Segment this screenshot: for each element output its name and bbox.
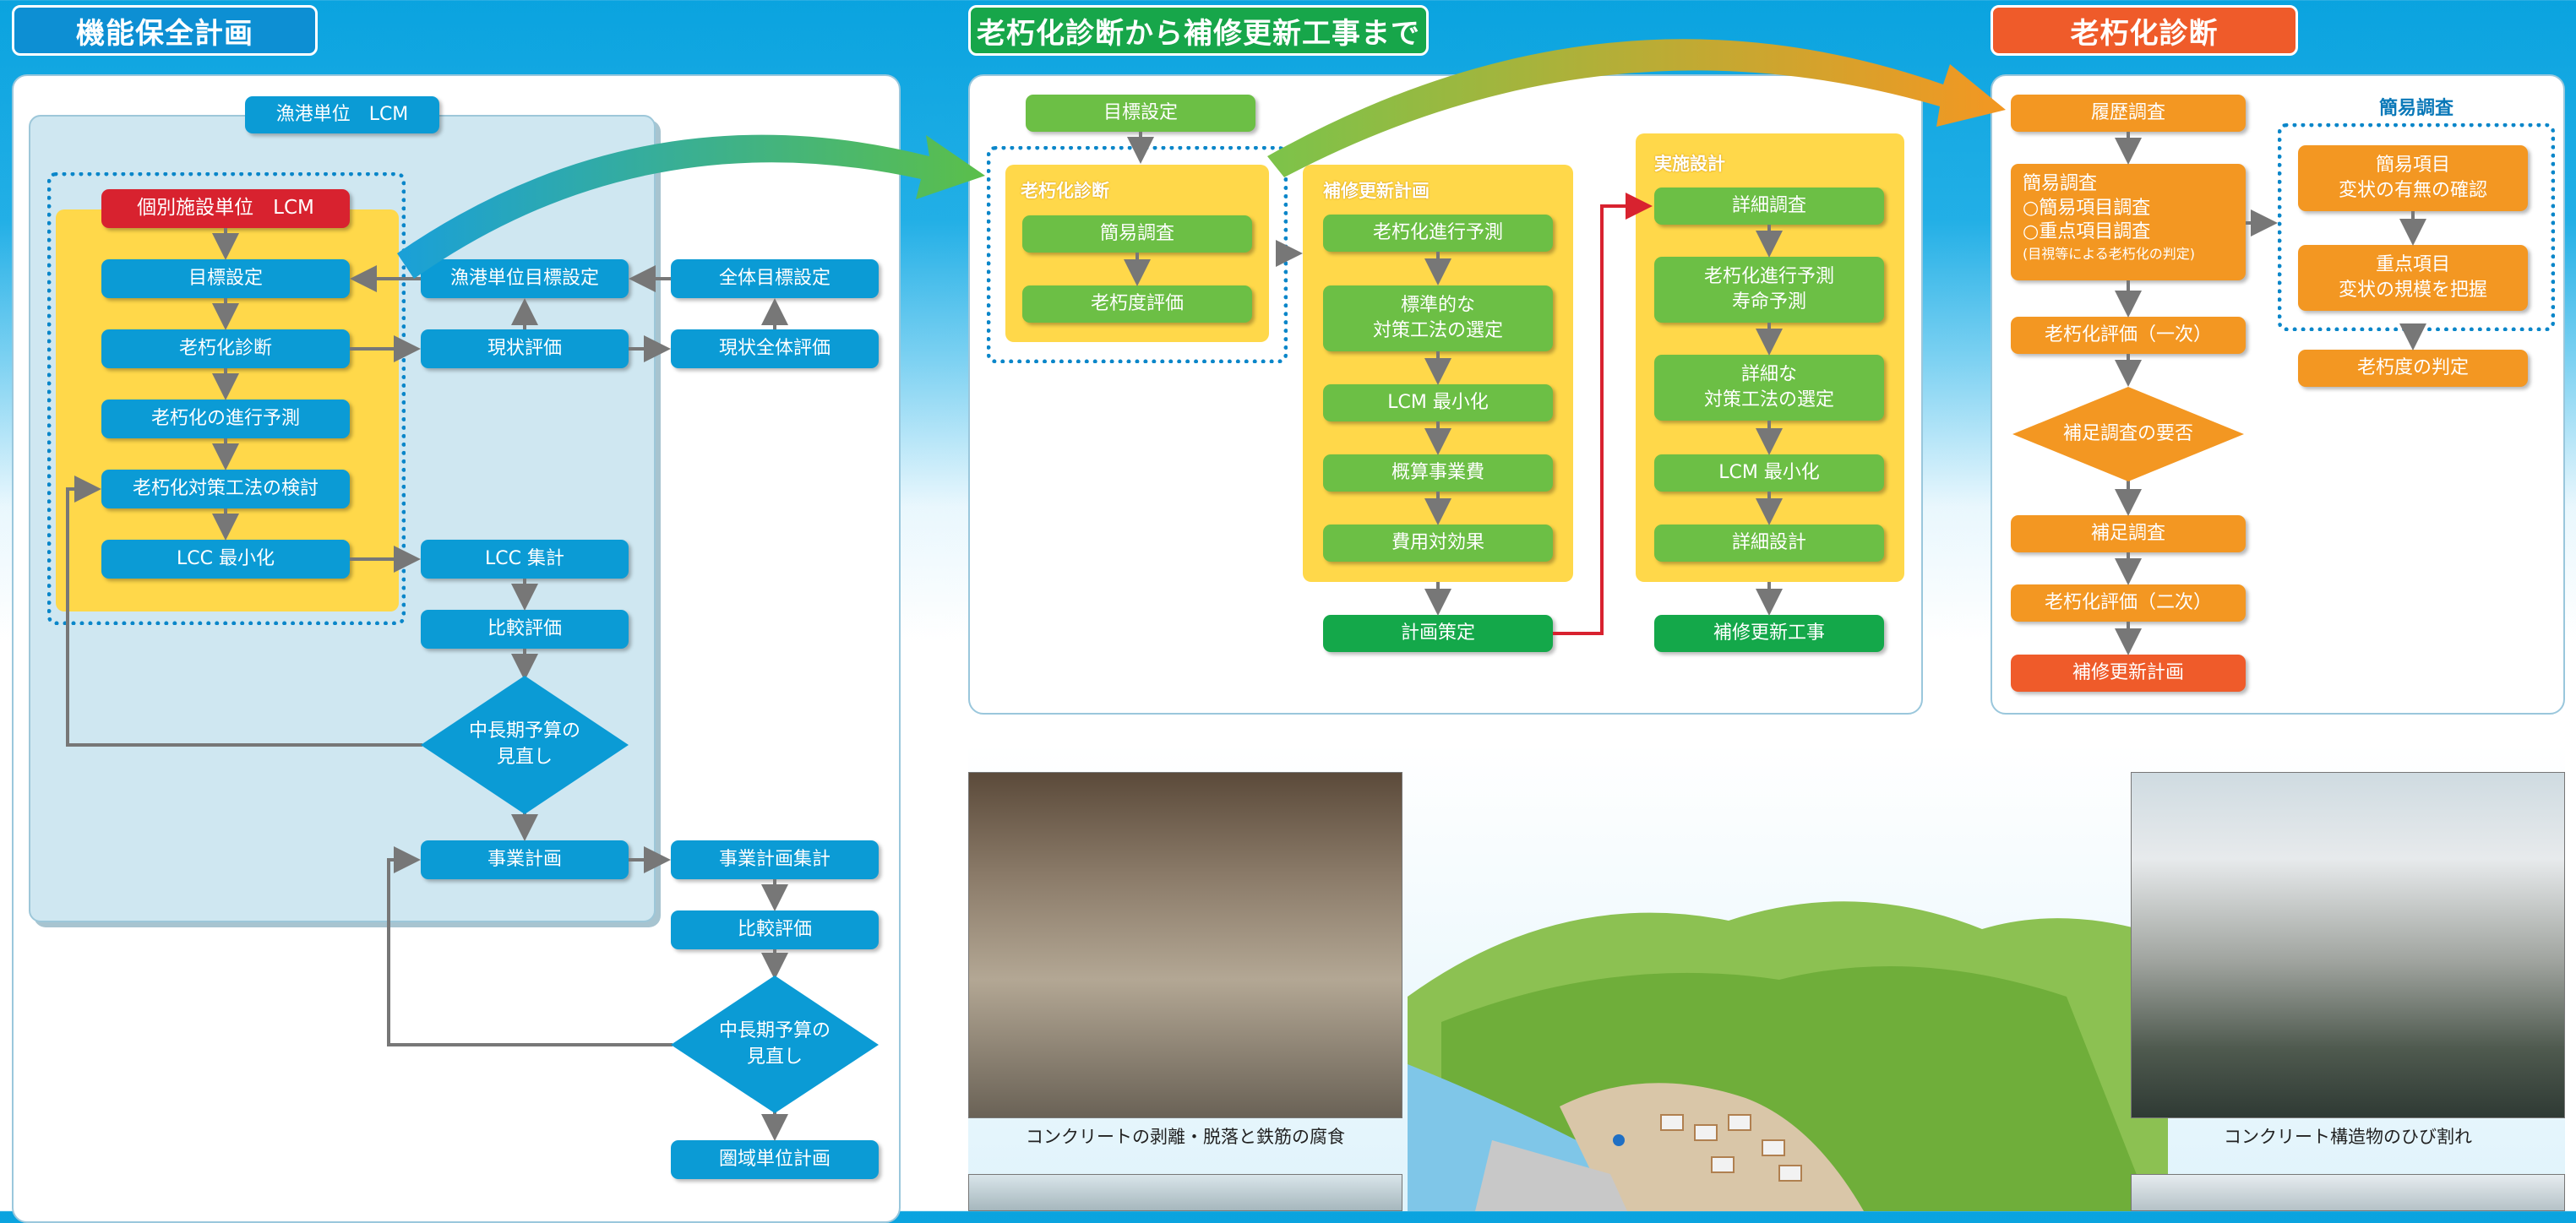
right-deterioration-judgement: 老朽度の判定 bbox=[2298, 350, 2528, 387]
photo-lower-left bbox=[968, 1174, 1402, 1211]
overall-current-evaluation: 現状全体評価 bbox=[671, 329, 879, 368]
right-simple-survey-title: 簡易調査 bbox=[2023, 173, 2098, 194]
left-aging-diagnosis: 老朽化診断 bbox=[101, 329, 350, 368]
section-title-maintenance-plan: 機能保全計画 bbox=[12, 5, 318, 56]
right-simple-survey-box: 簡易調査 ○簡易項目調査 ○重点項目調査 (目視等による老朽化の判定) bbox=[2011, 164, 2246, 280]
right-repair-plan: 補修更新計画 bbox=[2011, 655, 2246, 692]
comparison-evaluation-2: 比較評価 bbox=[671, 910, 879, 949]
photo-concrete-cracks bbox=[2131, 772, 2565, 1118]
comparison-evaluation-1: 比較評価 bbox=[421, 610, 629, 649]
right-supplementary-survey: 補足調査 bbox=[2011, 515, 2246, 552]
left-goal-setting: 目標設定 bbox=[101, 259, 350, 298]
left-countermeasure-study: 老朽化対策工法の検討 bbox=[101, 470, 350, 508]
mid-detailed-method: 詳細な 対策工法の選定 bbox=[1654, 355, 1884, 421]
right-history-survey: 履歴調査 bbox=[2011, 95, 2246, 132]
right-key-item: 重点項目 変状の規模を把握 bbox=[2298, 245, 2528, 311]
mid-plan-formulation: 計画策定 bbox=[1323, 615, 1553, 652]
mid-simple-survey: 簡易調査 bbox=[1022, 215, 1252, 253]
right-eval-primary: 老朽化評価（一次） bbox=[2011, 317, 2246, 354]
left-progress-prediction: 老朽化の進行予測 bbox=[101, 400, 350, 438]
lcc-total: LCC 集計 bbox=[421, 540, 629, 579]
section-title-aging-diagnosis: 老朽化診断 bbox=[1991, 5, 2298, 56]
mid-lcm-minimize-2: LCM 最小化 bbox=[1654, 454, 1884, 492]
right-visual-judgement-note: (目視等による老朽化の判定) bbox=[2023, 245, 2196, 262]
business-plan: 事業計画 bbox=[421, 840, 629, 879]
mid-life-prediction: 老朽化進行予測 寿命予測 bbox=[1654, 257, 1884, 323]
mid-repair-work: 補修更新工事 bbox=[1654, 615, 1884, 652]
overall-goal-setting: 全体目標設定 bbox=[671, 259, 879, 298]
mid-lcm-minimize: LCM 最小化 bbox=[1323, 384, 1553, 421]
supplementary-survey-necessity: 補足調査の要否 bbox=[2062, 422, 2193, 444]
right-key-item-survey: ○重点項目調査 bbox=[2023, 221, 2151, 243]
left-lcc-minimize: LCC 最小化 bbox=[101, 540, 350, 579]
business-plan-total: 事業計画集計 bbox=[671, 840, 879, 879]
midterm-budget-review-2: 中長期予算の 見直し bbox=[718, 1020, 831, 1068]
facility-lcm-label: 個別施設単位 LCM bbox=[101, 189, 350, 228]
mid-progress-prediction: 老朽化進行予測 bbox=[1323, 215, 1553, 252]
current-evaluation: 現状評価 bbox=[421, 329, 629, 368]
caption-cracks: コンクリート構造物のひび割れ bbox=[2224, 1127, 2472, 1147]
mid-rough-cost: 概算事業費 bbox=[1323, 454, 1553, 492]
mid-standard-method: 標準的な 対策工法の選定 bbox=[1323, 285, 1553, 351]
mid-deterioration-evaluation: 老朽度評価 bbox=[1022, 285, 1252, 323]
midterm-budget-review-1: 中長期予算の 見直し bbox=[468, 720, 580, 768]
section-title-diagnosis-to-repair: 老朽化診断から補修更新工事まで bbox=[968, 5, 1429, 56]
mid-detailed-design: 詳細設計 bbox=[1654, 525, 1884, 562]
photo-lower-right bbox=[2131, 1174, 2565, 1211]
right-simple-item-survey: ○簡易項目調査 bbox=[2023, 197, 2151, 219]
right-side-title: 簡易調査 bbox=[2378, 98, 2453, 119]
port-lcm-label: 漁港単位 LCM bbox=[245, 96, 439, 133]
port-goal-setting: 漁港単位目標設定 bbox=[421, 259, 629, 298]
mid-group-repair-plan-label: 補修更新計画 bbox=[1323, 181, 1430, 201]
right-simple-item: 簡易項目 変状の有無の確認 bbox=[2298, 145, 2528, 211]
mid-detailed-survey: 詳細調査 bbox=[1654, 188, 1884, 225]
photo-concrete-spalling bbox=[968, 772, 1402, 1118]
caption-spalling: コンクリートの剥離・脱落と鉄筋の腐食 bbox=[1026, 1127, 1345, 1147]
mid-group-detailed-design-label: 実施設計 bbox=[1654, 154, 1725, 174]
mid-cost-effectiveness: 費用対効果 bbox=[1323, 525, 1553, 562]
right-eval-secondary: 老朽化評価（二次） bbox=[2011, 584, 2246, 622]
mid-goal-setting: 目標設定 bbox=[1026, 95, 1255, 132]
regional-plan: 圏域単位計画 bbox=[671, 1140, 879, 1179]
mid-group-diagnosis-label: 老朽化診断 bbox=[1021, 181, 1109, 201]
